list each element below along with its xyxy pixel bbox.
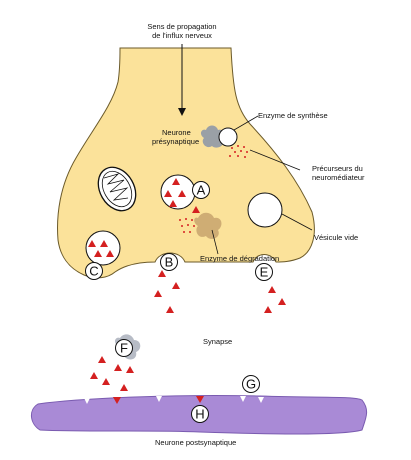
marker-f: F — [115, 339, 133, 357]
marker-c-label: C — [89, 264, 98, 279]
bound-triangles — [113, 396, 204, 404]
degradation-enzyme-label: Enzyme de dégradation — [200, 254, 280, 263]
synapse-triangles — [90, 356, 134, 391]
propagation-label-line1: Sens de propagation — [147, 22, 217, 31]
marker-c: C — [85, 262, 103, 280]
degradation-enzyme — [194, 212, 222, 239]
presynaptic-label-line2: présynaptique — [152, 137, 200, 146]
released-triangles — [154, 270, 286, 313]
vesicle-a-triangles — [164, 178, 186, 207]
empty-vesicle-pointer — [281, 213, 313, 231]
precursor-dots-top — [229, 145, 248, 158]
marker-g: G — [242, 375, 260, 393]
synapse-label: Synapse — [203, 337, 233, 346]
vesicle-c-triangles — [88, 240, 114, 257]
mitochondrion — [97, 166, 137, 212]
propagation-arrowhead — [178, 108, 186, 116]
marker-b-label: B — [165, 255, 174, 270]
vesicle-c — [85, 230, 121, 266]
marker-b: B — [160, 253, 178, 271]
marker-a: A — [192, 181, 210, 199]
presynaptic-label: Neurone présynaptique — [152, 128, 199, 146]
marker-f-label: F — [120, 341, 128, 356]
triangle-near-a — [192, 206, 200, 213]
postsynaptic-label: Neurone postsynaptique — [155, 438, 237, 447]
precursors-label-line1: Précurseurs du — [312, 164, 363, 173]
precursors-label: Précurseurs du neuromédiateur — [312, 164, 365, 182]
synthesis-vesicle — [218, 127, 238, 147]
precursor-dots-bottom — [179, 218, 195, 233]
empty-vesicle-label: Vésicule vide — [314, 233, 359, 242]
marker-a-label: A — [197, 183, 206, 198]
propagation-label: Sens de propagation de l'influx nerveux — [132, 22, 232, 40]
marker-g-label: G — [246, 377, 256, 392]
presynaptic-neuron — [57, 47, 315, 279]
presynaptic-label-line1: Neurone — [162, 128, 191, 137]
marker-h: H — [191, 405, 209, 423]
synthesis-enzyme — [200, 125, 225, 148]
marker-e-label: E — [260, 265, 269, 280]
postsynaptic-receptors — [84, 396, 264, 404]
vesicle-a — [160, 174, 196, 210]
precursors-pointer — [249, 149, 301, 171]
degradation-pointer — [211, 229, 219, 255]
precursors-label-line2: neuromédiateur — [312, 173, 365, 182]
marker-h-label: H — [195, 407, 204, 422]
synthesis-pointer — [233, 115, 259, 131]
propagation-label-line2: de l'influx nerveux — [152, 31, 212, 40]
empty-vesicle — [247, 192, 283, 228]
synthesis-enzyme-label: Enzyme de synthèse — [258, 111, 328, 120]
marker-e: E — [255, 263, 273, 281]
